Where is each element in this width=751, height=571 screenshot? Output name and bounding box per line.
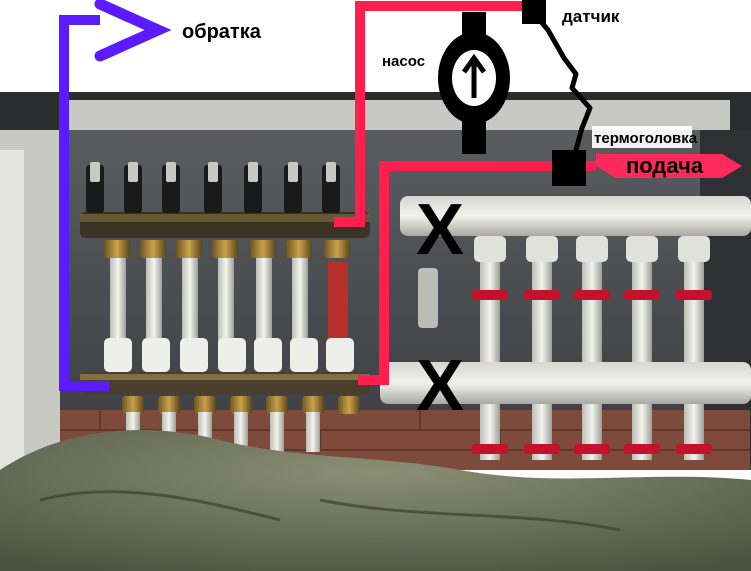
supply-line-top bbox=[334, 1, 528, 227]
pp-pipes bbox=[380, 196, 751, 460]
block-mark-upper: X bbox=[416, 190, 464, 270]
manifold bbox=[80, 162, 370, 452]
supply-arrow-icon bbox=[596, 154, 742, 178]
sensor-wire bbox=[535, 15, 593, 153]
block-mark-lower: X bbox=[416, 346, 464, 426]
pump-icon bbox=[438, 12, 510, 154]
label-sensor: датчик bbox=[562, 7, 620, 26]
thermal-head-block bbox=[552, 150, 586, 186]
supply-line-main bbox=[358, 161, 596, 385]
return-line bbox=[59, 15, 109, 391]
cloth-foreground bbox=[0, 430, 751, 571]
label-thermal-head: термоголовка bbox=[594, 130, 698, 147]
label-pump: насос bbox=[382, 53, 425, 70]
return-arrow-icon bbox=[94, 0, 172, 62]
label-return: обратка bbox=[182, 21, 262, 43]
label-supply: подача bbox=[626, 153, 704, 178]
